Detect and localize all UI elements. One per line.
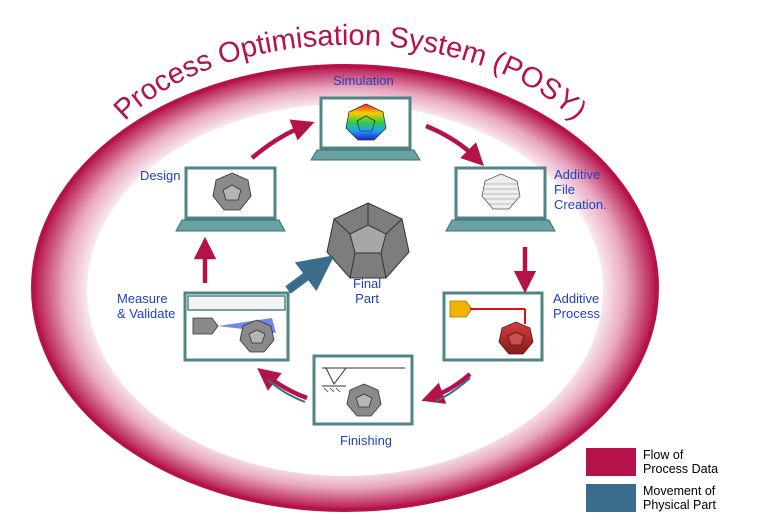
label-additive-file-creation: Additive File Creation. [554,167,607,212]
sliced-part-icon [481,173,521,210]
legend-line: Movement of [643,484,716,498]
arrow-design-to-simulation [250,119,315,160]
measure-validate-machine [183,291,290,362]
arrow-process-to-finishing-part [435,377,471,402]
label-line: Additive [553,291,600,306]
legend-swatch-physical-part [586,484,636,512]
label-finishing: Finishing [340,433,393,448]
arrow-process-to-finishing-data [421,372,472,404]
legend-line: Physical Part [643,498,716,512]
simulation-laptop [310,96,421,161]
label-line: & Validate [117,306,176,321]
label-line: Process [553,306,600,321]
legend-swatch-process-data [586,448,636,476]
legend-label-physical-part: Movement of Physical Part [643,484,716,512]
measured-part-icon [239,319,275,353]
simulation-part-icon [345,103,387,141]
label-line: Additive [554,167,601,182]
label-final-part: Final Part [353,276,381,306]
label-measure-validate: Measure & Validate [117,291,175,321]
laser-head-icon [449,300,526,324]
label-line: Final [353,276,382,291]
label-line: Creation. [554,197,607,212]
legend-line: Process Data [643,462,719,476]
design-part-icon [212,172,252,211]
printed-part-icon [498,321,534,355]
legend-process-data: Flow of Process Data [586,448,718,476]
additive-file-laptop [445,166,556,232]
legend-physical-part: Movement of Physical Part [586,484,716,512]
arrow-finishing-to-measure-data [257,368,308,401]
outer-ring-edge [31,64,659,512]
finished-part-icon [346,383,382,417]
arrow-simulation-to-additive-file [425,123,484,166]
label-simulation: Simulation [333,73,394,88]
additive-process-machine [442,291,544,362]
legend-line: Flow of [643,448,684,462]
final-part-icon [326,202,410,279]
cutting-tool-icon [322,367,405,393]
arrow-to-final-part [285,255,335,294]
arrow-finishing-to-measure-part [267,379,306,403]
label-line: Measure [117,291,168,306]
label-line: Part [355,291,380,306]
label-additive-process: Additive Process [553,291,600,321]
finishing-machine [312,354,414,426]
legend-label-process-data: Flow of Process Data [643,448,718,476]
label-design: Design [140,168,181,183]
label-line: File [554,182,575,197]
design-laptop [175,166,286,232]
